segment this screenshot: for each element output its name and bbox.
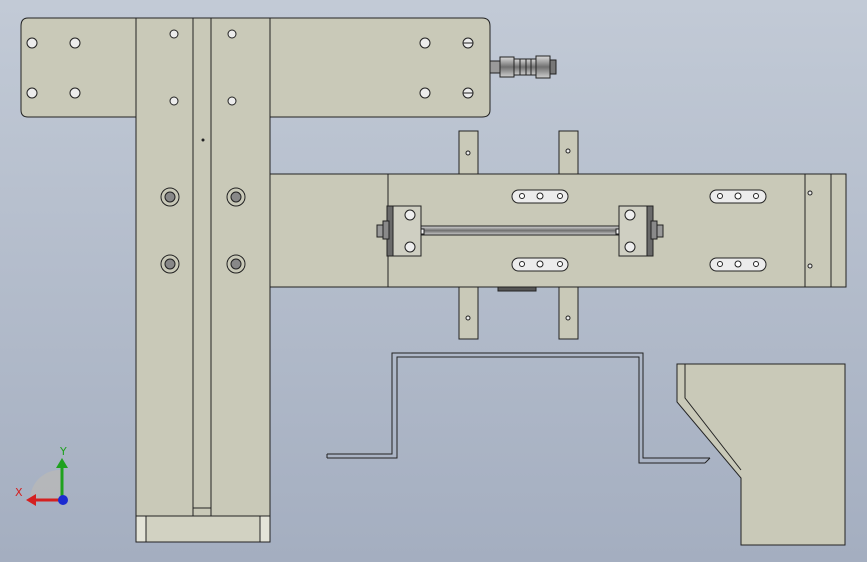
cylinder-fitting-icon: [489, 55, 557, 79]
right-rod-block[interactable]: [618, 205, 664, 257]
hat-bracket[interactable]: [326, 352, 711, 464]
column-foot[interactable]: [135, 515, 271, 543]
guide-rod[interactable]: [404, 225, 636, 236]
vertical-column[interactable]: [135, 17, 271, 543]
upper-mounting-tabs: [458, 130, 579, 175]
coordinate-triad-icon: Y X: [15, 445, 68, 506]
left-rod-block[interactable]: [376, 205, 422, 257]
axis-y-label: Y: [59, 445, 67, 458]
horizontal-rail[interactable]: [269, 173, 847, 288]
lower-mounting-tabs: [458, 286, 579, 340]
angled-guard[interactable]: [676, 363, 846, 546]
column-bolt-holes: [160, 187, 246, 274]
axis-x-label: X: [15, 486, 23, 499]
